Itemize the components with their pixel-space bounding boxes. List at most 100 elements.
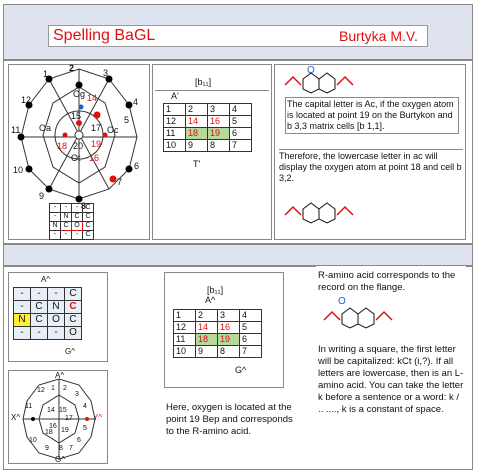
wheel-center-20: 20	[73, 141, 84, 151]
burtykon-wheel-small	[22, 378, 96, 460]
wheel-label-6: 6	[134, 161, 140, 171]
cell: 4	[229, 103, 252, 116]
wheel2-n15: 15	[59, 407, 67, 414]
wheel2-n12: 12	[37, 387, 45, 394]
cell: 10	[173, 345, 196, 358]
cell: 16	[217, 321, 240, 334]
cell: 6	[239, 333, 262, 346]
wheel-label-9: 9	[39, 191, 45, 201]
cell: 8	[217, 345, 240, 358]
wheel2-top: A^	[55, 371, 65, 380]
cell: -	[49, 212, 61, 222]
author-name: Burtyka M.V.	[339, 28, 418, 44]
wheel-label-oa: Oa	[39, 123, 52, 133]
cell: 14	[195, 321, 218, 334]
explanation-text-3: R-amino acid corresponds to the record o…	[318, 270, 456, 293]
cell: 4	[239, 309, 262, 322]
wheel2-n6: 6	[77, 437, 81, 444]
wheel2-n11: 11	[25, 403, 33, 410]
wheel-center-17: 17	[91, 123, 102, 133]
wheel2-n19: 19	[61, 427, 69, 434]
explanation-text-2: Therefore, the lowercase letter in ac wi…	[279, 149, 463, 183]
cell: C	[82, 203, 94, 213]
wheel2-n17: 17	[65, 415, 73, 422]
oxygen-label: O	[307, 65, 315, 76]
table1-bottom-label: T'	[193, 159, 201, 169]
cell: 3	[207, 103, 230, 116]
cell: C	[71, 212, 83, 222]
table2-bottom-label: G^	[235, 365, 247, 375]
page-title: Spelling BaGL	[53, 27, 156, 44]
burtykon-wheel-diagram	[17, 68, 138, 203]
table2-top-label: [b₁₁]	[207, 285, 224, 295]
cell: 19	[217, 333, 240, 346]
cell: -	[13, 300, 31, 314]
text-panel-1: O The capital letter is Ac, if the oxyge…	[274, 64, 466, 240]
cell: 9	[195, 345, 218, 358]
flange-molecule-diagram	[323, 307, 393, 329]
cell: C	[64, 287, 82, 301]
cell: N	[49, 221, 61, 231]
text-panel-2: R-amino acid corresponds to the record o…	[316, 266, 466, 466]
table1-top-box	[155, 65, 269, 91]
cell: 7	[229, 139, 252, 152]
cell: 5	[229, 115, 252, 128]
table2-left-label: A^	[205, 295, 216, 305]
cell: -	[71, 230, 83, 240]
cell: -	[49, 203, 61, 213]
matrix2-bottom-label: G^	[65, 347, 75, 356]
cell: C	[30, 313, 48, 327]
wheel-center-16: 16	[89, 153, 100, 163]
cell: -	[47, 326, 65, 340]
cell: N	[47, 300, 65, 314]
cell: N	[13, 313, 31, 327]
wheel-panel-2: A^ X^ Y^ G^ 12 1 2 3 4 5 6 7 8 9 10 11 1…	[8, 370, 108, 464]
oxygen-label-2: O	[338, 296, 346, 307]
cell: O	[71, 221, 83, 231]
cell: -	[60, 230, 72, 240]
cell: -	[60, 203, 72, 213]
molecule-diagram	[284, 72, 354, 94]
wheel2-right: Y^	[93, 413, 103, 422]
cell: N	[60, 212, 72, 222]
cell: O	[64, 326, 82, 340]
table1-top-label: [b₁₁]	[195, 77, 212, 87]
cell: 7	[239, 345, 262, 358]
cell: -	[47, 287, 65, 301]
wheel-label-oc: Oc	[107, 125, 119, 135]
wheel-label-2: 2	[69, 63, 75, 73]
wheel2-n3: 3	[75, 391, 79, 398]
wheel-label-ot: Ot	[71, 153, 81, 163]
title-box: Spelling BaGL Burtyka M.V.	[48, 25, 428, 47]
cell: 19	[207, 127, 230, 140]
wheel-label-3: 3	[103, 68, 109, 78]
wheel-label-7: 7	[117, 177, 123, 187]
wheel-label-4: 4	[133, 97, 139, 107]
wheel2-n2: 2	[63, 385, 67, 392]
cell: 1	[173, 309, 196, 322]
wheel2-n5: 5	[83, 425, 87, 432]
wheel-center-19: 19	[91, 139, 102, 149]
cell: 18	[195, 333, 218, 346]
cell: 6	[229, 127, 252, 140]
wheel2-left: X^	[11, 413, 21, 422]
wheel-label-11: 11	[11, 125, 21, 135]
mid-text: Here, oxygen is located at the point 19 …	[166, 402, 293, 437]
wheel-label-og: Og	[73, 89, 86, 99]
cell: 5	[239, 321, 262, 334]
cell: 9	[185, 139, 208, 152]
cell: 12	[163, 115, 186, 128]
cell: C	[82, 221, 94, 231]
section-divider	[3, 244, 473, 266]
cell: 11	[173, 333, 196, 346]
cell: 14	[185, 115, 208, 128]
cell: -	[13, 287, 31, 301]
wheel2-n8: 8	[59, 445, 63, 452]
wheel2-n18: 18	[45, 429, 53, 436]
table1-left-label: A'	[171, 91, 179, 101]
